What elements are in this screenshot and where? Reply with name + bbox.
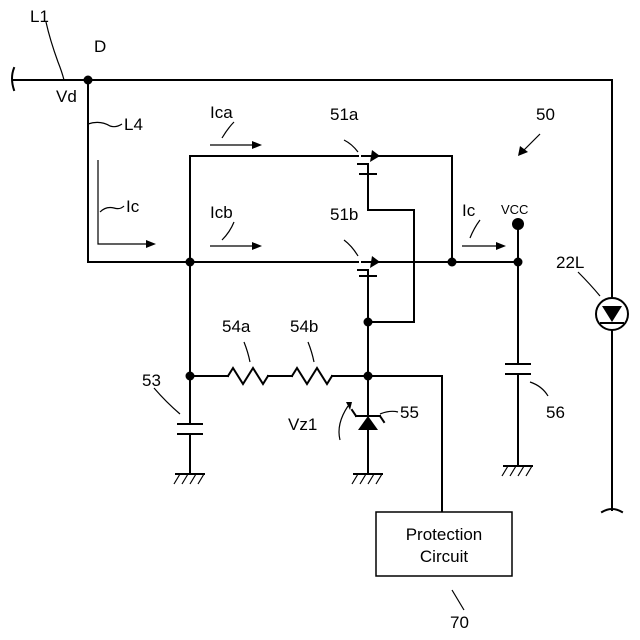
label-54b: 54b bbox=[290, 317, 318, 336]
label-ic-right: Ic bbox=[462, 201, 476, 220]
label-l1: L1 bbox=[30, 7, 49, 26]
label-53: 53 bbox=[142, 371, 161, 390]
protection-line1: Protection bbox=[406, 525, 483, 544]
line-ca-rail bbox=[190, 156, 358, 376]
label-ic-left: Ic bbox=[126, 197, 140, 216]
current-arrow-ic-right bbox=[462, 242, 506, 250]
junction-190-262 bbox=[186, 258, 195, 267]
capacitor-53 bbox=[174, 376, 204, 484]
label-circuit-50: 50 bbox=[536, 105, 555, 124]
current-arrow-ica bbox=[210, 141, 262, 149]
transistor-51a bbox=[358, 150, 452, 322]
label-70: 70 bbox=[450, 613, 469, 632]
label-51b: 51b bbox=[330, 205, 358, 224]
label-51a: 51a bbox=[330, 105, 359, 124]
label-54a: 54a bbox=[222, 317, 251, 336]
label-vd: Vd bbox=[56, 87, 77, 106]
label-22l: 22L bbox=[556, 253, 584, 272]
label-56: 56 bbox=[546, 403, 565, 422]
resistor-chain bbox=[190, 368, 442, 512]
line-l1 bbox=[12, 68, 622, 512]
voltage-arrow-vz1 bbox=[339, 402, 352, 440]
label-d: D bbox=[94, 37, 106, 56]
label-vz1: Vz1 bbox=[288, 415, 317, 434]
transistor-51b bbox=[358, 256, 518, 376]
zener-diode-55 bbox=[352, 376, 384, 484]
current-arrow-icb bbox=[210, 242, 262, 250]
label-vcc: VCC bbox=[501, 202, 528, 217]
label-55: 55 bbox=[400, 403, 419, 422]
junction-452-262 bbox=[448, 258, 457, 267]
protection-line2: Circuit bbox=[420, 547, 468, 566]
label-icb: Icb bbox=[210, 203, 233, 222]
junction-368-322 bbox=[364, 318, 373, 327]
capacitor-56 bbox=[502, 262, 532, 476]
led-22l bbox=[596, 298, 628, 330]
label-l4: L4 bbox=[124, 115, 143, 134]
protection-circuit-box: Protection Circuit bbox=[376, 512, 512, 576]
label-ica: Ica bbox=[210, 103, 233, 122]
